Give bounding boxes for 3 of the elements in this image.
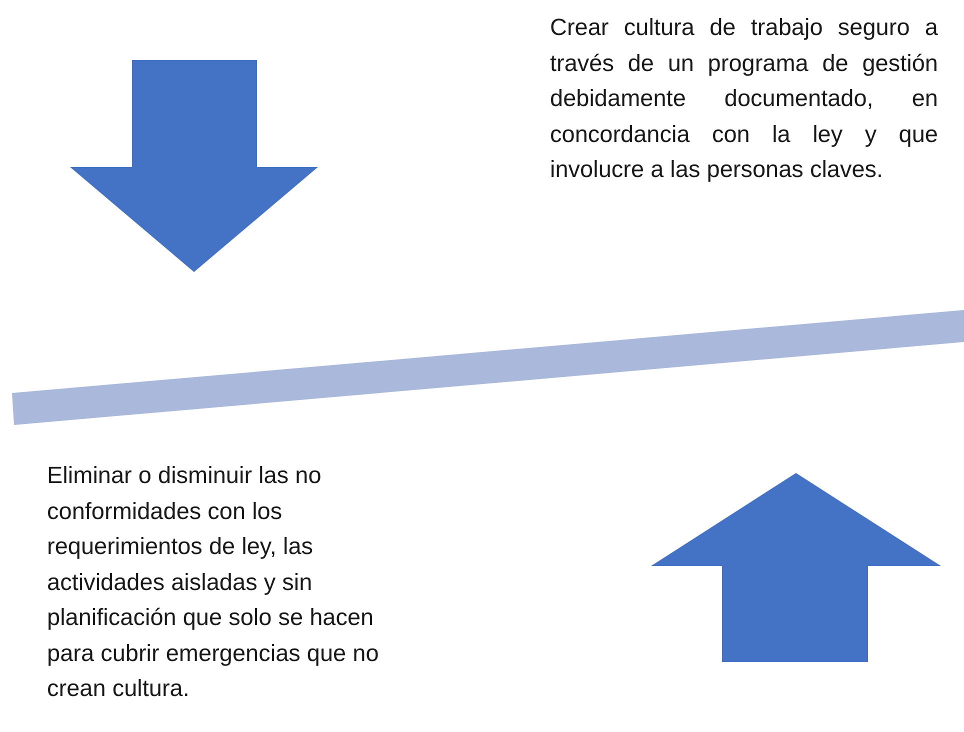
- note-text: Crear cultura de trabajo seguro a través de un programa de gestión debidamente documentado, en concordancia con la ley y que involucre a las personas claves.: [550, 13, 938, 184]
- balance-beam: [12, 310, 964, 425]
- note-text: Eliminar o disminuir las no conformidades con los requerimientos de ley, las actividades aisladas y sin planificación que solo se hacen para cubrir emergencias que no crean cultura.: [47, 461, 380, 703]
